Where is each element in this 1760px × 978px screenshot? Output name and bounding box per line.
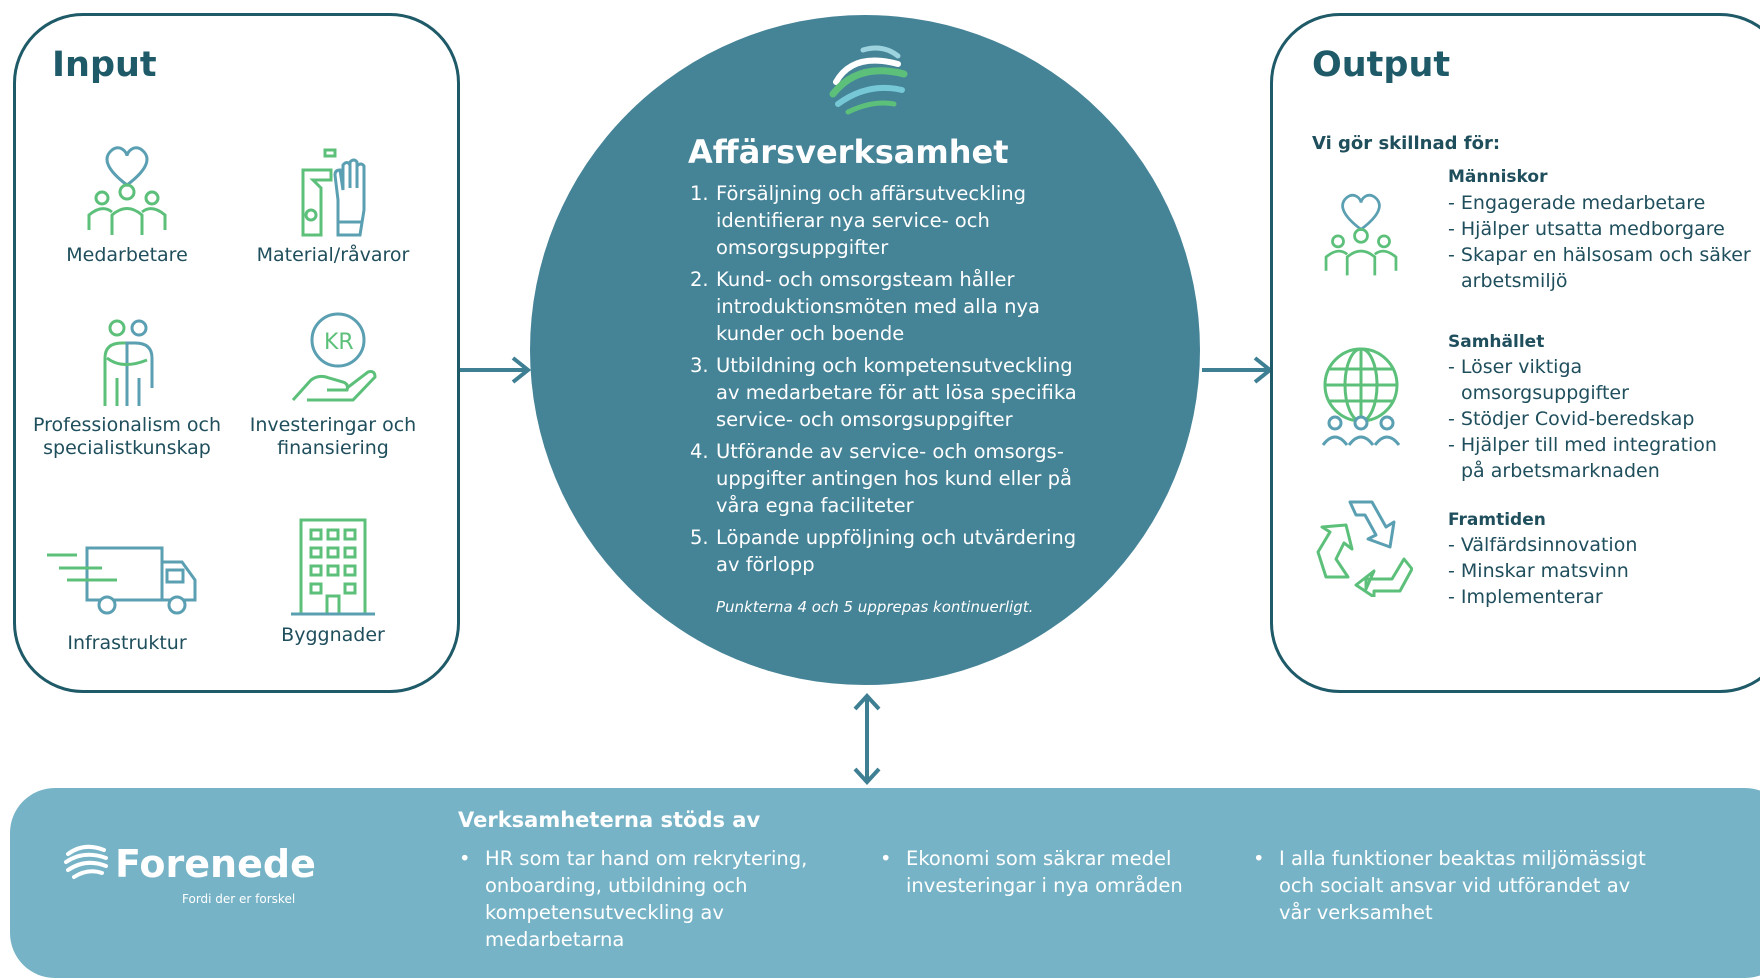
recycle-icon [1316,500,1413,597]
center-title: Affärsverksamhet [688,133,1009,171]
output-line: - Löser viktiga [1448,356,1583,378]
input-item-byggnader: Byggnader [233,518,433,647]
step-item: 5.Löpande uppföljning och utvärdering av… [690,526,1077,576]
output-heading-manniskor: Människor [1448,167,1548,187]
support-bullet: • HR som tar hand om rekrytering, onboar… [459,847,808,951]
arrow-input-to-center [460,356,532,384]
bullet-dot: • [1253,847,1265,870]
step-item: 4.Utförande av service- och omsorgs-uppg… [690,440,1072,517]
input-label: Medarbetare [66,244,188,266]
output-line: - Skapar en hälsosam och säker [1448,244,1751,266]
step-list: 1.Försäljning och affärsutveckling ident… [690,180,1100,583]
support-bullet: • Ekonomi som säkrar medel investeringar… [880,847,1183,897]
support-bullet: • I alla funktioner beaktas miljömässigt… [1253,847,1646,924]
repeat-note: Punkterna 4 och 5 upprepas kontinuerligt… [716,598,1034,616]
input-label: Investeringar och finansiering [249,414,417,459]
output-subtitle: Vi gör skillnad för: [1312,133,1501,154]
input-label: Byggnader [281,624,385,646]
output-panel [1270,13,1760,693]
output-line: - Hjälper till med integration [1448,434,1717,456]
output-line: på arbetsmarknaden [1461,460,1660,482]
hand-coin-icon: KR [291,312,377,402]
output-line: arbetsmiljö [1461,270,1568,292]
spray-glove-icon [301,148,366,237]
output-heading-samhallet: Samhället [1448,332,1545,352]
svg-text:KR: KR [324,330,354,355]
output-title: Output [1312,45,1451,85]
truck-icon [47,546,197,615]
bullet-dot: • [459,847,471,870]
step-item: 1.Försäljning och affärsutveckling ident… [690,182,1026,259]
embrace-icon [103,319,154,406]
output-line: omsorgsuppgifter [1461,382,1629,404]
forenede-logo-icon [64,844,108,879]
business-circle [530,15,1200,685]
input-title: Input [52,45,157,85]
arrow-center-to-support [853,693,881,785]
input-label: Infrastruktur [67,632,187,654]
input-label: Professionalism och specialistkunskap [32,414,222,459]
logo-wordmark: Forenede [115,842,316,886]
bullet-dot: • [880,847,892,870]
building-icon [291,518,375,616]
output-line: - Minskar matsvinn [1448,560,1629,582]
output-line: - Hjälper utsatta medborgare [1448,218,1725,240]
input-label: Material/råvaror [256,244,410,266]
output-line: - Välfärdsinnovation [1448,534,1638,556]
globe-people-icon [1321,347,1401,446]
support-band [10,788,1760,978]
globe-logo-icon [829,45,908,115]
input-item-infrastruktur: Infrastruktur [27,540,227,655]
output-line: - Implementerar [1448,586,1603,608]
input-item-medarbetare: Medarbetare [27,140,227,267]
output-heading-framtiden: Framtiden [1448,510,1546,530]
output-line: - Stödjer Covid-beredskap [1448,408,1695,430]
step-item: 2.Kund- och omsorgsteam håller introdukt… [690,268,1040,345]
arrow-center-to-output [1202,356,1274,384]
logo-tagline: Fordi der er forskel [182,892,296,906]
output-line: - Engagerade medarbetare [1448,192,1706,214]
input-item-investeringar: KR Investeringar och finansiering [233,310,433,460]
support-title: Verksamheterna stöds av [458,808,761,832]
input-item-professionalism: Professionalism och specialistkunskap [27,318,227,460]
people-heart-icon [1324,193,1398,276]
people-heart-icon [87,146,167,235]
input-item-material: Material/råvaror [233,140,433,267]
step-item: 3.Utbildning och kompetensutveckling av … [690,354,1077,431]
